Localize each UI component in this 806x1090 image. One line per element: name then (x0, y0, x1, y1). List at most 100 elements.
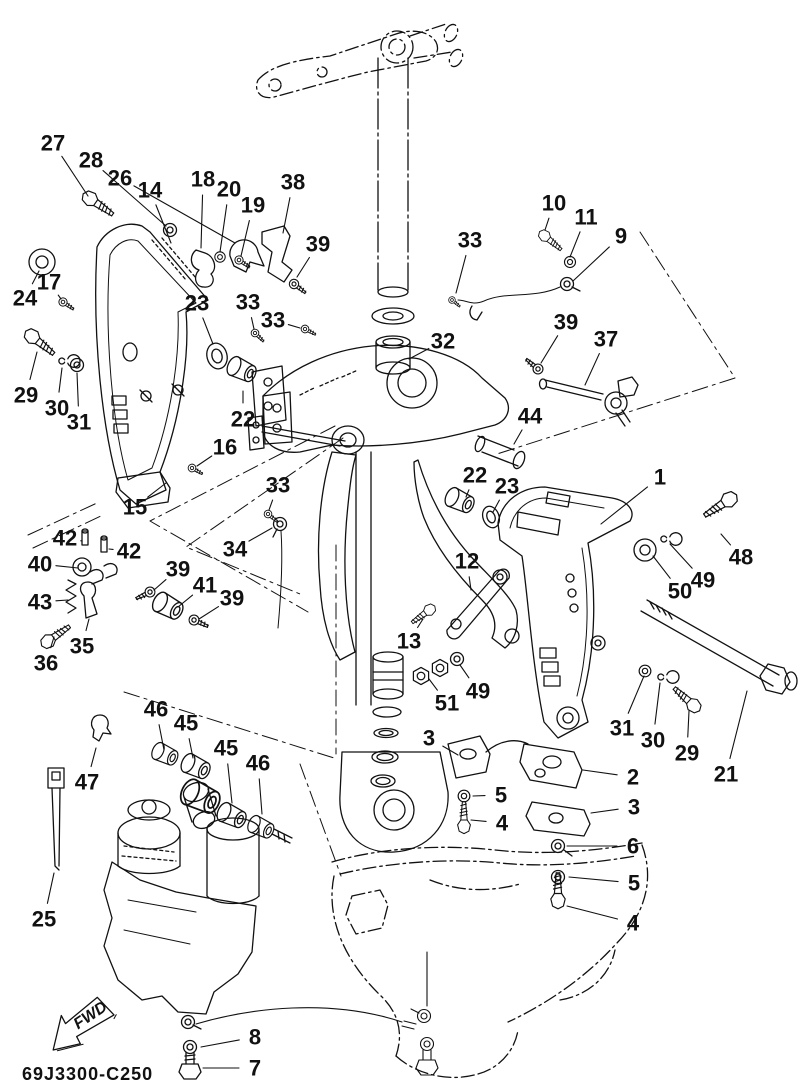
callout-32: 32 (408, 329, 455, 360)
callout-3: 3 (590, 795, 640, 820)
washer-23-glyph (481, 505, 501, 529)
callout-number: 25 (32, 907, 56, 932)
callout-number: 17 (37, 270, 61, 295)
callout-number: 13 (397, 629, 421, 654)
callout-leader (465, 489, 470, 498)
callout-47: 47 (75, 747, 99, 795)
callout-number: 4 (496, 811, 509, 836)
callout-number: 45 (214, 736, 238, 761)
footer-part-code: 69J3300-C250 (22, 1064, 153, 1084)
callout-4: 4 (470, 811, 509, 836)
callout-leader (57, 294, 62, 300)
callout-leader (572, 246, 610, 282)
callout-leader (196, 455, 213, 467)
callout-24: 24 (13, 270, 40, 311)
washer-11-glyph (563, 255, 577, 269)
clip-18-glyph (190, 249, 216, 288)
callout-leader (155, 204, 172, 244)
callout-leader (566, 905, 619, 920)
callout-14: 14 (138, 178, 172, 244)
callout-leader (227, 763, 233, 804)
callout-leader (76, 372, 79, 407)
callout-number: 5 (628, 871, 640, 896)
callout-number: 44 (518, 404, 543, 429)
steering-shaft (371, 57, 415, 375)
callout-34: 34 (223, 527, 273, 562)
callout-leader (687, 710, 690, 738)
callout-11: 11 (569, 205, 598, 258)
callout-leader (90, 747, 97, 768)
bolt-48-glyph (699, 487, 742, 523)
callout-8: 8 (200, 1025, 261, 1050)
callout-31: 31 (67, 372, 91, 435)
callout-number: 39 (220, 586, 244, 611)
anchor-pin-group (37, 528, 211, 652)
mount-grommet-group (47, 714, 293, 871)
callout-leader (669, 543, 693, 569)
screw-17-glyph (56, 295, 77, 314)
bolt-27-glyph (78, 187, 118, 221)
callout-number: 33 (261, 308, 285, 333)
callout-26: 26 (108, 166, 236, 244)
callout-28: 28 (79, 148, 167, 227)
screw-33-glyph (299, 323, 318, 339)
callout-29: 29 (675, 710, 699, 766)
callout-number: 5 (495, 783, 507, 808)
callout-number: 39 (306, 232, 330, 257)
port-clamp-bracket (95, 223, 209, 509)
callout-23: 23 (185, 291, 214, 345)
callout-leader (590, 808, 619, 814)
bolt-39-glyph (522, 354, 546, 377)
ground-lead (195, 951, 439, 1076)
bushing-41-glyph (148, 589, 187, 624)
bolt-39-glyph (186, 612, 211, 632)
callout-leader (729, 690, 748, 760)
bushing-22-glyph (441, 484, 478, 517)
callout-number: 16 (213, 435, 237, 460)
callout-number: 11 (574, 205, 597, 230)
callout-leader (569, 231, 581, 258)
callout-12: 12 (455, 549, 479, 591)
lever-38-glyph (261, 225, 293, 283)
tilt-stop-lever (538, 376, 639, 427)
callout-37: 37 (584, 327, 618, 386)
bolt-29-glyph (20, 325, 59, 361)
callout-22: 22 (463, 463, 487, 498)
stud-glyph (271, 828, 293, 844)
callout-46: 46 (144, 697, 168, 751)
callout-number: 18 (191, 167, 215, 192)
callout-29: 29 (14, 351, 38, 408)
callout-3: 3 (423, 726, 459, 756)
callout-19: 19 (240, 193, 265, 257)
callout-leader (408, 347, 430, 360)
callout-7: 7 (202, 1056, 261, 1081)
bottom-fasteners (457, 789, 573, 910)
spring-43-glyph (65, 579, 77, 614)
callout-18: 18 (191, 167, 215, 249)
callout-number: 46 (246, 751, 270, 776)
callout-30: 30 (45, 367, 69, 421)
callout-number: 23 (185, 291, 209, 316)
callout-number: 21 (714, 762, 738, 787)
callout-9: 9 (572, 224, 627, 282)
callout-number: 33 (266, 473, 290, 498)
pin-42-glyph (81, 528, 89, 546)
callout-leader (459, 664, 470, 679)
steering-arm-phantom (256, 23, 464, 99)
callout-number: 22 (231, 407, 255, 432)
callout-number: 1 (654, 465, 666, 490)
callout-number: 4 (627, 911, 640, 936)
callout-number: 48 (729, 545, 753, 570)
fwd-badge: FWD (52, 996, 117, 1052)
callout-number: 30 (45, 396, 69, 421)
callout-number: 31 (67, 410, 91, 435)
callout-leader (147, 482, 167, 498)
callout-21: 21 (714, 690, 748, 787)
washer-31-glyph (69, 357, 85, 373)
callout-number: 3 (628, 795, 640, 820)
bushing-46-glyph (148, 739, 182, 769)
callout-leader (200, 1039, 240, 1048)
callout-51: 51 (428, 678, 459, 716)
